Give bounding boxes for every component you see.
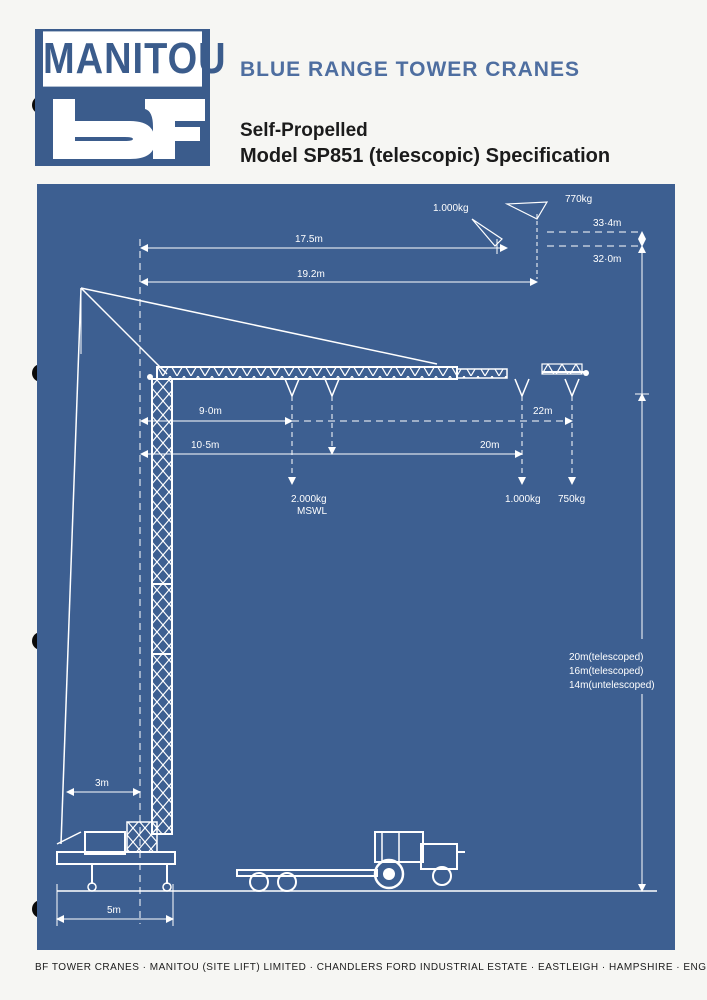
manitou-bf-logo: MANITOU	[35, 29, 226, 166]
crane-base-carriage	[56, 821, 176, 892]
logo-brand-text: MANITOU	[43, 31, 226, 87]
crane-drawing: 1.000kg 770kg 33·4m 32·0m 17.5m 19.2m 9·…	[56, 194, 657, 926]
subtitle-line-1: Self-Propelled	[240, 120, 368, 141]
label-height-16m: 16m(telescoped)	[569, 666, 643, 677]
tractor-unit	[236, 831, 465, 892]
label-load-750: 750kg	[558, 494, 585, 505]
label-load-1000-top: 1.000kg	[433, 203, 469, 214]
tower-mast	[151, 378, 173, 835]
label-dim-20: 20m	[480, 440, 499, 451]
label-mswl: MSWL	[297, 506, 327, 517]
label-load-1000: 1.000kg	[505, 494, 541, 505]
crane-blueprint-diagram: 1.000kg 770kg 33·4m 32·0m 17.5m 19.2m 9·…	[37, 184, 675, 950]
footer-address: BF TOWER CRANES · MANITOU (SITE LIFT) LI…	[35, 962, 707, 973]
label-dim-9-0: 9·0m	[199, 406, 222, 417]
label-dim-10-5: 10·5m	[191, 440, 219, 451]
label-dim-19-2: 19.2m	[297, 269, 325, 280]
label-dim-33-4: 33·4m	[593, 218, 621, 229]
hook-trolleys	[284, 378, 580, 398]
label-dim-5m: 5m	[107, 905, 121, 916]
label-dim-32-0: 32·0m	[593, 254, 621, 265]
label-height-20m: 20m(telescoped)	[569, 652, 643, 663]
bf-logo-mark	[53, 99, 205, 159]
crane-jib	[147, 363, 589, 380]
label-dim-17-5: 17.5m	[295, 234, 323, 245]
label-dim-3m: 3m	[95, 778, 109, 789]
label-load-2000: 2.000kg	[291, 494, 327, 505]
label-height-14m: 14m(untelescoped)	[569, 680, 655, 691]
subtitle-line-2: Model SP851 (telescopic) Specification	[240, 145, 611, 167]
page-title: BLUE RANGE TOWER CRANES	[240, 58, 580, 81]
label-load-770: 770kg	[565, 194, 592, 205]
luffed-jib-positions	[471, 201, 549, 279]
label-dim-22: 22m	[533, 406, 552, 417]
